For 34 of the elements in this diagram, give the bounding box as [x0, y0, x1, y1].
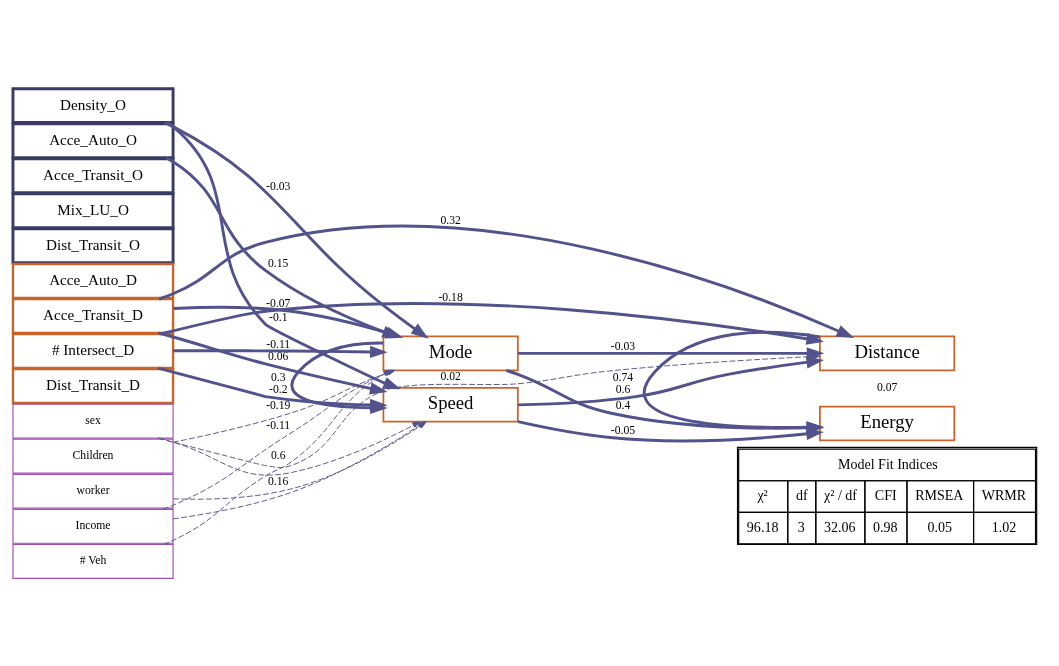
label: χ² / df — [823, 487, 857, 503]
edge-label: -0.11 — [266, 337, 291, 351]
label: Model Fit Indices — [838, 456, 938, 472]
label: df — [795, 487, 808, 503]
edge-label: 0.3 — [270, 370, 286, 384]
edge-label: 0.32 — [440, 213, 461, 227]
edge-label: 0.06 — [268, 349, 289, 363]
edge-label: -0.19 — [266, 398, 291, 412]
edge-label: 0.74 — [612, 370, 634, 384]
label: WRMR — [981, 487, 1027, 503]
edge-label: -0.07 — [266, 296, 291, 310]
label: 3 — [797, 519, 805, 535]
edge-label: 0.02 — [440, 369, 461, 383]
label: 1.02 — [991, 519, 1017, 535]
edge-label: -0.05 — [610, 423, 636, 437]
edge-label: -0.1 — [269, 310, 288, 324]
edge-label: 0.4 — [615, 398, 631, 412]
label: 32.06 — [823, 519, 856, 535]
label: CFI — [874, 487, 897, 503]
label: 0.98 — [873, 519, 898, 535]
edge-label: -0.03 — [610, 339, 636, 353]
edge-label: -0.11 — [266, 418, 291, 432]
label: 0.05 — [927, 519, 952, 535]
label: 0.07 — [876, 380, 898, 394]
label: χ² — [757, 487, 768, 503]
edge-label: 0.16 — [268, 474, 289, 488]
edge-label: 0.6 — [270, 448, 286, 462]
edge-label: -0.03 — [266, 179, 291, 193]
edge-label: -0.2 — [269, 382, 288, 396]
label: 96.18 — [746, 519, 779, 535]
label: RMSEA — [915, 487, 964, 503]
edge-label: -0.18 — [438, 290, 463, 304]
edge-label: 0.6 — [615, 382, 631, 396]
edge-label: 0.15 — [268, 256, 289, 270]
